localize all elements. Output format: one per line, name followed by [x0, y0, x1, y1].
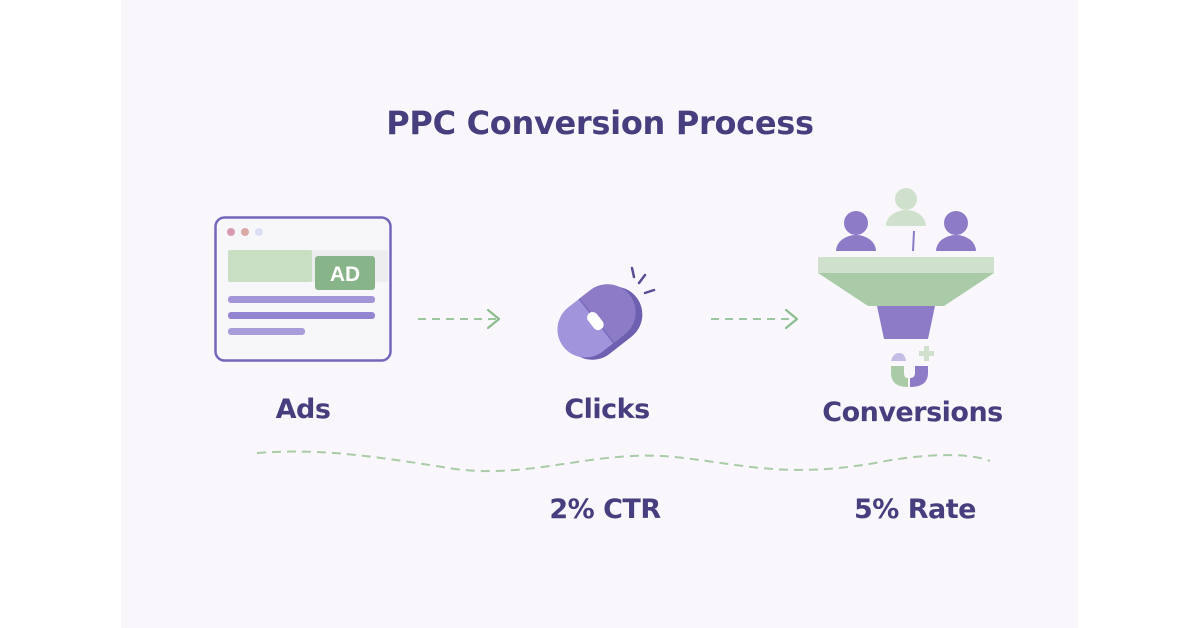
mouse-icon: [557, 266, 656, 360]
person-icon: [936, 211, 976, 251]
step-label-ads: Ads: [275, 394, 331, 425]
metric-ctr: 2% CTR: [549, 494, 661, 525]
step-label-conversions: Conversions: [822, 397, 1003, 428]
step-label-clicks: Clicks: [564, 394, 650, 425]
funnel-icon: [818, 188, 994, 387]
person-icon: [836, 211, 876, 251]
arrow-right-icon: [418, 308, 501, 330]
wavy-divider: [256, 450, 991, 473]
metric-conversion-rate: 5% Rate: [854, 494, 976, 525]
person-icon: [886, 188, 926, 252]
browser-ad-icon: AD: [214, 216, 392, 362]
arrow-right-icon: [711, 308, 799, 330]
ad-badge: AD: [330, 263, 360, 286]
diagram-title: PPC Conversion Process: [386, 104, 814, 142]
